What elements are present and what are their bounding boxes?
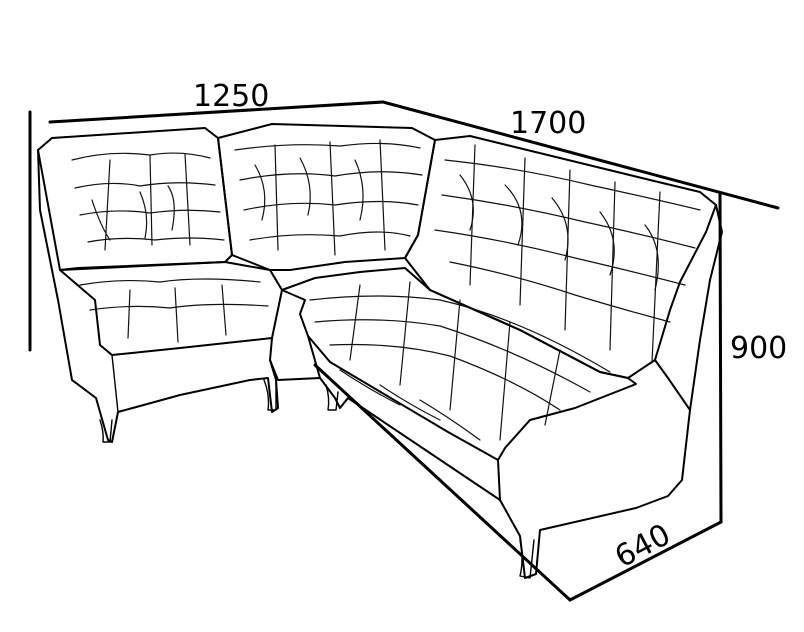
front-left-leg [99, 419, 113, 443]
right-back-folds [459, 174, 659, 291]
corner-back-seam-4 [249, 231, 411, 241]
sofa-legs [99, 379, 535, 579]
right-seat-seam-3 [329, 343, 561, 411]
corner-plinth [269, 359, 321, 381]
dimension-1250-label: 1250 [193, 79, 269, 114]
corner-back-folds [254, 157, 364, 221]
right-sofa-section [269, 135, 723, 579]
height-900-line [718, 191, 723, 524]
depth-640-line [568, 520, 723, 602]
left-back-seam-1 [71, 152, 211, 161]
front-right-leg [519, 539, 535, 579]
left-seat-seam-1 [79, 278, 261, 286]
left-seat-seam-2 [89, 303, 269, 311]
left-back-folds [91, 185, 175, 241]
right-back-cushion [404, 135, 717, 379]
right-back-seam-2 [441, 194, 696, 249]
right-arm-edge [654, 359, 691, 411]
corner-back-section [217, 123, 436, 271]
corner-back-seam-1 [234, 142, 421, 151]
dimension-1700-label: 1700 [510, 106, 586, 141]
left-back-seam-3 [79, 209, 221, 216]
left-front-edge [99, 344, 119, 413]
left-sofa-section [37, 127, 283, 443]
left-back-vertical-seams [104, 153, 191, 251]
right-seat-seam-2 [314, 319, 591, 393]
front-corner-leg [325, 384, 339, 411]
dimension-900-label: 900 [730, 331, 787, 366]
left-back-seam-2 [74, 182, 216, 189]
right-back-seam-4 [449, 261, 671, 323]
dimension-labels: 1250 1700 900 640 [193, 79, 787, 575]
left-back-cushion [37, 127, 233, 271]
corner-back-seam-3 [243, 200, 419, 211]
right-back-seam-1 [444, 159, 701, 211]
corner-back-vertical-seams [274, 139, 386, 256]
right-side-panel [497, 204, 723, 579]
left-seat-cushion [59, 261, 283, 356]
upholstery-texture [71, 139, 701, 441]
width-1700-line [381, 100, 780, 210]
left-base [37, 149, 279, 443]
right-front-skirt [307, 335, 501, 501]
right-back-vertical-seams [469, 144, 661, 363]
corner-back-seam-2 [239, 171, 423, 181]
dimension-640-label: 640 [609, 517, 676, 575]
right-front-skirt-texture [339, 369, 481, 441]
right-seat-seam-1 [309, 295, 611, 373]
middle-leg [263, 379, 277, 411]
left-seat-vertical-seams [127, 284, 227, 343]
left-back-seam-4 [87, 237, 225, 243]
corner-back-cushion [217, 123, 436, 271]
right-back-seam-3 [434, 229, 686, 286]
right-seat-vertical-seams [349, 281, 561, 441]
width-1250-line [48, 100, 385, 124]
